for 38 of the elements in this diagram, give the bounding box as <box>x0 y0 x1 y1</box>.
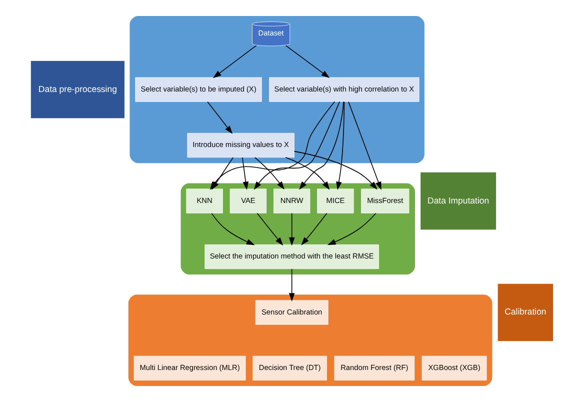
node-box: NNRW <box>273 188 310 214</box>
node-box: XGBoost (XGB) <box>421 356 486 380</box>
arrow <box>298 101 344 190</box>
arrow <box>336 101 344 190</box>
arrow <box>254 157 284 190</box>
arrow <box>211 157 234 190</box>
arrow <box>253 101 340 190</box>
node-box: Random Forest (RF) <box>334 356 414 380</box>
arrow <box>288 268 294 302</box>
cluster <box>129 16 424 164</box>
node-box: Select the imputation method with the least RMSE <box>204 244 378 269</box>
arrow <box>284 45 330 78</box>
arrow <box>293 150 377 190</box>
node-box: Sensor Calibration <box>254 300 328 325</box>
arrow <box>210 212 254 246</box>
arrow <box>348 101 381 190</box>
arrow <box>241 157 248 190</box>
arrow <box>288 212 294 246</box>
node-box: MICE <box>316 188 354 214</box>
arrow <box>284 156 330 190</box>
arrow <box>206 101 232 134</box>
node-box: MissForest <box>360 188 409 214</box>
arrow <box>256 212 283 246</box>
node-box: KNN <box>186 188 222 214</box>
cluster <box>180 183 415 274</box>
arrow <box>212 45 256 78</box>
node-box: Calibration <box>496 283 554 342</box>
node-box: Data Imputation <box>420 172 496 230</box>
node-box: Data pre-processing <box>30 60 124 119</box>
node-box: Decision Tree (DT) <box>252 356 326 380</box>
node-box: VAE <box>229 188 266 214</box>
node-box: Select variable(s) to be imputed (X) <box>134 77 262 102</box>
node-box: Select variable(s) with high correlation to X <box>268 77 419 102</box>
node-box: Multi Linear Regression (MLR) <box>133 356 246 380</box>
cluster <box>128 294 492 386</box>
arrow <box>326 212 376 246</box>
node-box: Introduce missing values to X <box>186 133 294 158</box>
arrow <box>300 212 327 246</box>
